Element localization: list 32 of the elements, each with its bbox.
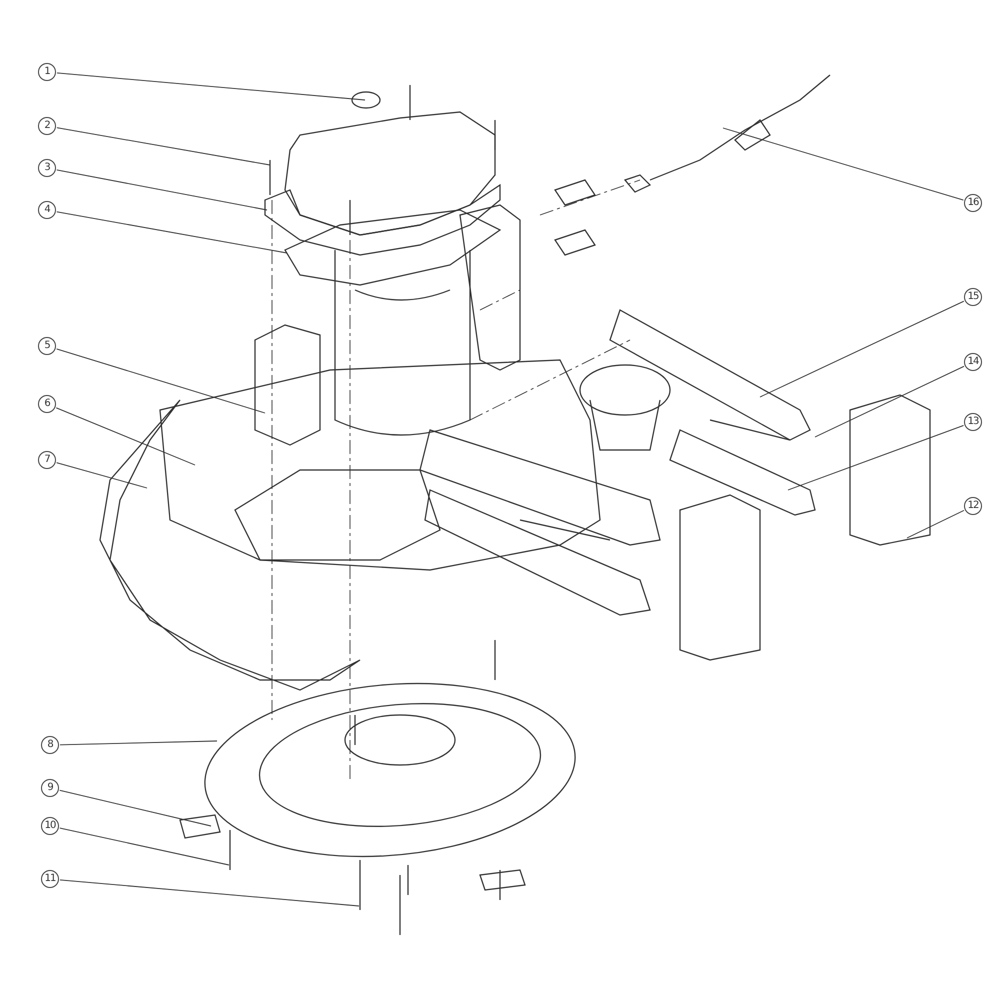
callout-number: 2 (38, 117, 56, 135)
callout-number: 6 (38, 395, 56, 413)
callout-number: 3 (38, 159, 56, 177)
leader-line (722, 128, 964, 201)
leader-line (56, 407, 196, 466)
leader-line (60, 740, 218, 746)
callout-number: 13 (964, 413, 982, 431)
callout-number: 4 (38, 201, 56, 219)
leader-line (814, 366, 964, 438)
callout-number: 9 (41, 779, 59, 797)
callout-number: 11 (41, 870, 59, 888)
leader-line (56, 348, 266, 414)
leader-line (60, 879, 360, 906)
callout-number: 8 (41, 736, 59, 754)
callout-number: 15 (964, 288, 982, 306)
callout-number: 5 (38, 337, 56, 355)
leader-line (788, 424, 964, 490)
callout-number: 1 (38, 63, 56, 81)
leader-line (56, 169, 268, 210)
leader-line (56, 72, 366, 100)
callout-number: 14 (964, 353, 982, 371)
leader-line (760, 300, 964, 398)
leader-line (59, 828, 230, 866)
leader-line (56, 127, 270, 166)
callout-number: 16 (964, 194, 982, 212)
leader-line (56, 462, 148, 488)
callout-number: 10 (41, 817, 59, 835)
leader-line (59, 790, 212, 826)
callout-number: 12 (964, 497, 982, 515)
leader-line (906, 510, 964, 538)
leader-line (56, 211, 288, 254)
callout-number: 7 (38, 451, 56, 469)
